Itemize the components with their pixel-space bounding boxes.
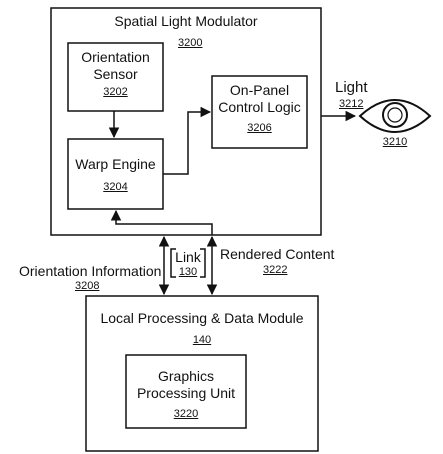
link-ref: 130 [178,266,198,278]
light-label: Light [335,79,368,96]
light-ref: 3212 [339,98,364,110]
eye-ref: 3210 [382,136,408,148]
link-bracket-right [200,248,206,278]
warp-engine-box [67,138,164,210]
gpu-box [125,354,247,429]
local-processing-module-box [85,295,319,452]
orientation-sensor-line1: Orientation [81,49,150,65]
feedback-to-warp-arrow [110,209,213,235]
local-module-title: Local Processing & Data Module [100,310,304,326]
warp-engine-title: Warp Engine [75,156,156,172]
eye-icon [358,99,432,133]
link-label: Link [175,249,201,265]
orientation-sensor-ref: 3202 [103,86,128,98]
rendered-content-label: Rendered Content [220,246,335,262]
gpu-line2: Processing Unit [136,385,236,401]
rendered-content-ref: 3222 [263,264,288,276]
warp-engine-ref: 3204 [103,181,128,193]
control-logic-line1: On-Panel [229,82,290,98]
gpu-line1: Graphics [157,368,215,384]
link-bracket-left [170,248,176,278]
orientation-sensor-line2: Sensor [93,66,138,82]
local-module-ref: 140 [192,334,212,346]
spatial-light-modulator-ref: 3200 [178,37,203,49]
control-logic-ref: 3206 [247,122,272,134]
orientation-sensor-box [67,42,164,112]
spatial-light-modulator-box [50,7,322,236]
warp-to-control-arrow [163,106,212,175]
orientation-information-label: Orientation Information [19,263,162,279]
spatial-light-modulator-title: Spatial Light Modulator [114,13,258,29]
orientation-information-ref: 3208 [75,280,100,292]
control-logic-box [211,75,308,149]
control-logic-line2: Control Logic [218,99,301,115]
gpu-ref: 3220 [173,408,199,420]
